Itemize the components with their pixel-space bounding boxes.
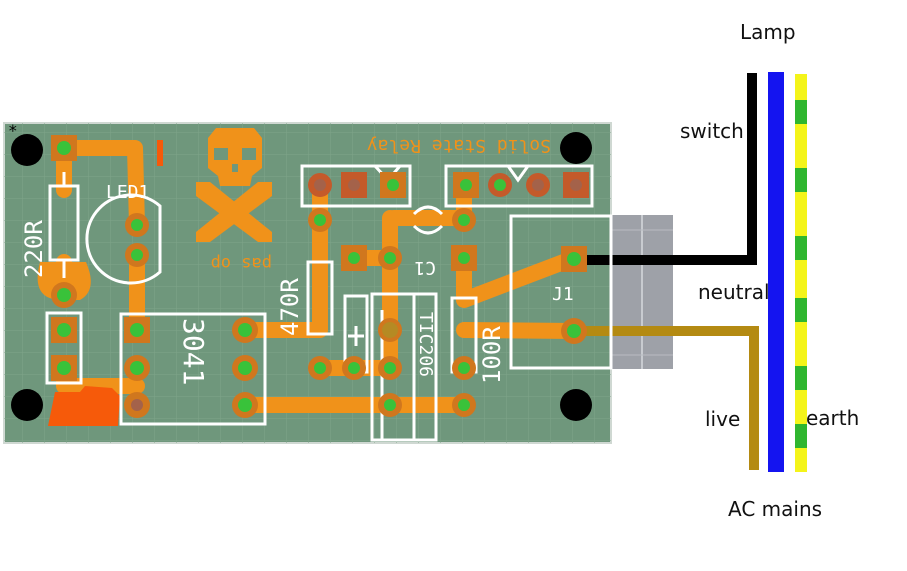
corner-mark: * — [8, 121, 18, 140]
label-470r: 470R — [276, 278, 304, 336]
label-live: live — [705, 407, 741, 431]
wire-neutral — [768, 72, 784, 472]
label-earth: earth — [806, 406, 860, 430]
copper-pour-left — [37, 262, 91, 300]
wire-switch — [574, 73, 757, 265]
cap-outline — [412, 205, 444, 235]
label-switch: switch — [680, 119, 744, 143]
label-tic206: TIC206 — [415, 312, 436, 377]
author-text: pas op — [211, 253, 272, 273]
label-led1: LED1 — [106, 182, 149, 203]
wire-live — [574, 326, 759, 470]
led-mark — [157, 140, 163, 166]
led-outline — [85, 193, 162, 285]
terminal-block — [611, 215, 673, 369]
label-ac-mains: AC mains — [728, 497, 823, 521]
header-right-outline — [444, 164, 594, 208]
header-left-outline — [300, 164, 412, 208]
jumper-outline — [45, 311, 83, 385]
board-title: Solid State Relay — [367, 135, 551, 156]
pads — [51, 135, 589, 418]
label-100r: 100R — [478, 326, 506, 384]
connector-j1-outline — [509, 214, 613, 370]
label-j1: J1 — [552, 284, 574, 305]
label-neutral: neutral — [698, 280, 770, 304]
label-lamp: Lamp — [740, 20, 796, 44]
label-220r: 220R — [20, 220, 48, 278]
ic-outline — [119, 312, 267, 426]
wire-earth-stripes — [795, 100, 807, 448]
skull-crossbones-icon — [196, 128, 272, 242]
label-c1: C1 — [414, 257, 436, 278]
resistor-470r-outline — [306, 260, 334, 336]
orange-shape — [48, 386, 120, 426]
mounting-holes — [11, 132, 592, 421]
triac-outline — [370, 292, 438, 442]
label-3041: 3041 — [177, 318, 210, 385]
